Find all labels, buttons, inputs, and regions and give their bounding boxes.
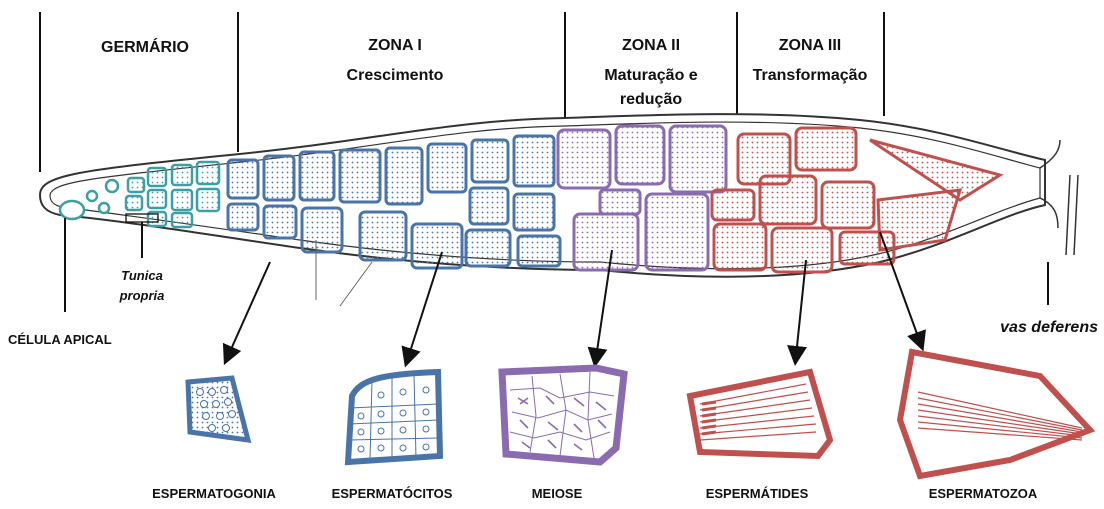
zona3-subtitle: Transformação	[753, 67, 868, 84]
stage-label-espermatogonia: ESPERMATOGONIA	[152, 486, 276, 501]
stage-label-meiose: MEIOSE	[532, 486, 583, 501]
stage-espermatocitos	[348, 372, 440, 462]
germario-label: GERMÁRIO	[101, 37, 189, 56]
stage-espermatozoa	[900, 352, 1090, 476]
tunica-label-line1: Tunica	[121, 268, 163, 283]
zona2-subtitle-line2: redução	[620, 91, 682, 108]
arrow-espermatogonia	[228, 262, 270, 356]
stage-label-espermatocitos: ESPERMATÓCITOS	[332, 486, 453, 501]
zona2-title: ZONA II	[622, 37, 680, 54]
zona3-title: ZONA III	[779, 37, 842, 54]
tunica-label-line2: propria	[119, 288, 165, 303]
zona1-title: ZONA I	[368, 37, 422, 54]
apical-cell	[60, 201, 84, 219]
stage-meiose	[502, 368, 624, 462]
stage-label-espermatozoa: ESPERMATOZOA	[929, 486, 1038, 501]
stage-espermatogonia	[188, 378, 248, 440]
vas-deferens-label: vas deferens	[1000, 319, 1098, 336]
zona2-subtitle-line1: Maturação e	[604, 67, 697, 84]
celula-apical-label: CÉLULA APICAL	[8, 332, 112, 347]
stage-label-espermatides: ESPERMÁTIDES	[706, 486, 809, 501]
stage-espermatides	[690, 372, 830, 456]
zona1-subtitle: Crescimento	[347, 67, 444, 84]
